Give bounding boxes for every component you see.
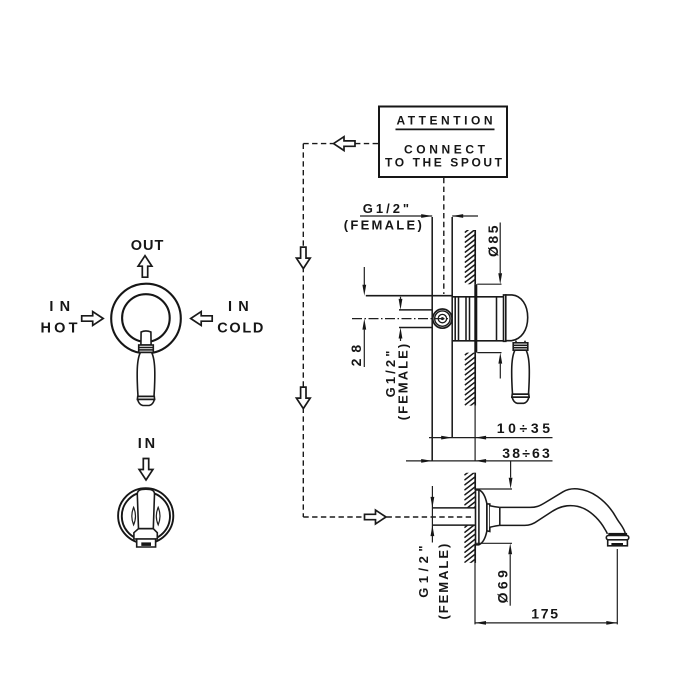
- svg-text:ATTENTION: ATTENTION: [397, 114, 493, 128]
- svg-text:TO THE SPOUT: TO THE SPOUT: [385, 156, 503, 170]
- svg-text:IN: IN: [138, 436, 155, 452]
- svg-text:Ø85: Ø85: [485, 225, 501, 257]
- svg-text:OUT: OUT: [131, 238, 164, 254]
- svg-text:175: 175: [531, 606, 558, 622]
- svg-text:CONNECT: CONNECT: [404, 143, 486, 157]
- svg-text:COLD: COLD: [217, 321, 263, 337]
- svg-text:10÷35: 10÷35: [497, 420, 550, 436]
- svg-text:Ø69: Ø69: [494, 570, 510, 604]
- svg-text:HOT: HOT: [41, 321, 78, 337]
- svg-text:38÷63: 38÷63: [502, 445, 550, 461]
- svg-text:IN: IN: [228, 299, 249, 315]
- svg-text:IN: IN: [49, 299, 70, 315]
- svg-text:G1/2": G1/2": [363, 201, 409, 216]
